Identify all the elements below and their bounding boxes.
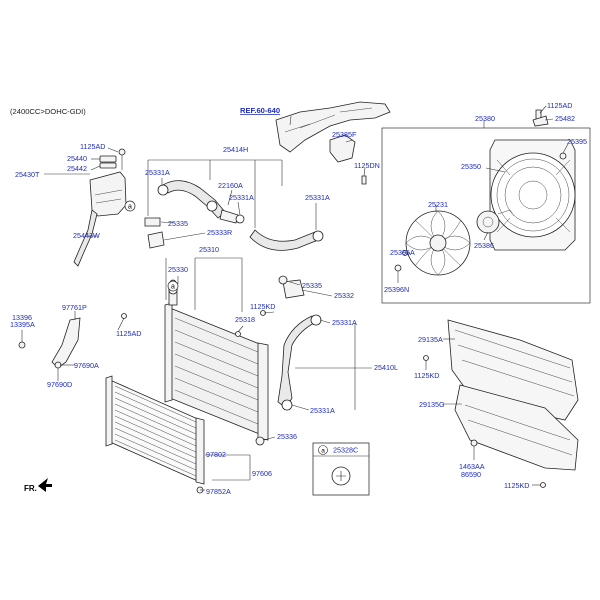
lower-hose xyxy=(277,314,322,411)
label-25395[interactable]: 25395 xyxy=(567,137,587,146)
reservoir-tank xyxy=(73,148,127,267)
label-25331A-2[interactable]: 25331A xyxy=(229,193,254,202)
label-1125AD-reservoir[interactable]: 1125AD xyxy=(80,142,105,151)
nut-25396N-icon xyxy=(394,264,402,272)
label-97690D[interactable]: 97690D xyxy=(47,380,72,389)
label-13395A[interactable]: 13395A xyxy=(10,320,35,329)
label-22160A[interactable]: 22160A xyxy=(218,181,243,190)
condenser-bracket xyxy=(18,313,127,369)
label-25332[interactable]: 25332 xyxy=(334,291,354,300)
label-97606[interactable]: 97606 xyxy=(252,469,272,478)
ref-link[interactable]: REF.60-640 xyxy=(240,106,280,115)
label-86590[interactable]: 86590 xyxy=(461,470,481,479)
upper-bracket-ref xyxy=(275,101,391,163)
engine-label: (2400CC>DOHC-GDI) xyxy=(10,107,86,116)
label-25430T[interactable]: 25430T xyxy=(15,170,40,179)
label-29135A[interactable]: 29135A xyxy=(418,335,443,344)
label-25350[interactable]: 25350 xyxy=(461,162,481,171)
label-25336[interactable]: 25336 xyxy=(277,432,297,441)
label-1125KD-mid[interactable]: 1125KD xyxy=(250,302,275,311)
label-25395A[interactable]: 25395A xyxy=(390,248,415,257)
svg-text:a: a xyxy=(128,204,132,211)
svg-text:a: a xyxy=(171,284,175,291)
front-arrow: FR. xyxy=(24,478,52,493)
label-25331A-1[interactable]: 25331A xyxy=(145,168,170,177)
radiator xyxy=(164,275,305,446)
label-97852A[interactable]: 97852A xyxy=(206,487,231,496)
label-1125KD-bottom[interactable]: 1125KD xyxy=(504,481,529,490)
label-25442[interactable]: 25442 xyxy=(67,164,87,173)
label-97761P[interactable]: 97761P xyxy=(62,303,87,312)
label-25380[interactable]: 25380 xyxy=(475,114,495,123)
label-25414H[interactable]: 25414H xyxy=(223,145,248,154)
label-25310[interactable]: 25310 xyxy=(199,245,219,254)
label-29135G[interactable]: 29135G xyxy=(419,400,445,409)
label-25440[interactable]: 25440 xyxy=(67,154,87,163)
label-25331A-5[interactable]: 25331A xyxy=(310,406,335,415)
callout-part-number: 25328C xyxy=(333,446,358,455)
sensor-25385F-icon xyxy=(329,134,356,163)
label-25331A-4[interactable]: 25331A xyxy=(332,318,357,327)
label-25331A-3[interactable]: 25331A xyxy=(305,193,330,202)
label-25385F[interactable]: 25385F xyxy=(332,130,357,139)
label-25330[interactable]: 25330 xyxy=(168,265,188,274)
label-1125AD-top[interactable]: 1125AD xyxy=(547,101,572,110)
label-1463AA[interactable]: 1463AA xyxy=(459,462,485,471)
label-25443W[interactable]: 25443W xyxy=(73,231,100,240)
air-guard xyxy=(423,319,579,488)
label-97802[interactable]: 97802 xyxy=(206,450,226,459)
callout-box-25328C: a 25328C xyxy=(312,442,370,496)
marker-a-reservoir: a xyxy=(124,200,136,212)
marker-a-radiator: a xyxy=(167,280,179,292)
front-arrow-icon xyxy=(38,478,52,492)
label-25333R[interactable]: 25333R xyxy=(207,228,232,237)
part-labels: 1125AD 25482 25380 25385F 25395 1125DN 2… xyxy=(10,101,587,496)
label-25386[interactable]: 25386 xyxy=(474,241,494,250)
label-25231[interactable]: 25231 xyxy=(428,200,448,209)
label-1125KD-guard[interactable]: 1125KD xyxy=(414,371,439,380)
label-25318[interactable]: 25318 xyxy=(235,315,255,324)
label-1125AD-bracket[interactable]: 1125AD xyxy=(116,329,141,338)
label-25335-2[interactable]: 25335 xyxy=(302,281,322,290)
label-1125DN[interactable]: 1125DN xyxy=(354,161,380,170)
label-25335-1[interactable]: 25335 xyxy=(168,219,188,228)
label-25396N[interactable]: 25396N xyxy=(384,285,409,294)
screw-25395-icon xyxy=(559,152,567,160)
label-13396[interactable]: 13396 xyxy=(12,313,32,322)
leader-lines xyxy=(21,105,569,491)
callout-marker: a xyxy=(321,448,325,455)
label-25482[interactable]: 25482 xyxy=(555,114,575,123)
label-97690A[interactable]: 97690A xyxy=(74,361,99,370)
upper-hose xyxy=(144,180,324,251)
label-25410L[interactable]: 25410L xyxy=(374,363,398,372)
fan-shroud-assembly xyxy=(361,109,591,304)
front-label: FR. xyxy=(24,484,37,493)
condenser xyxy=(105,375,205,494)
